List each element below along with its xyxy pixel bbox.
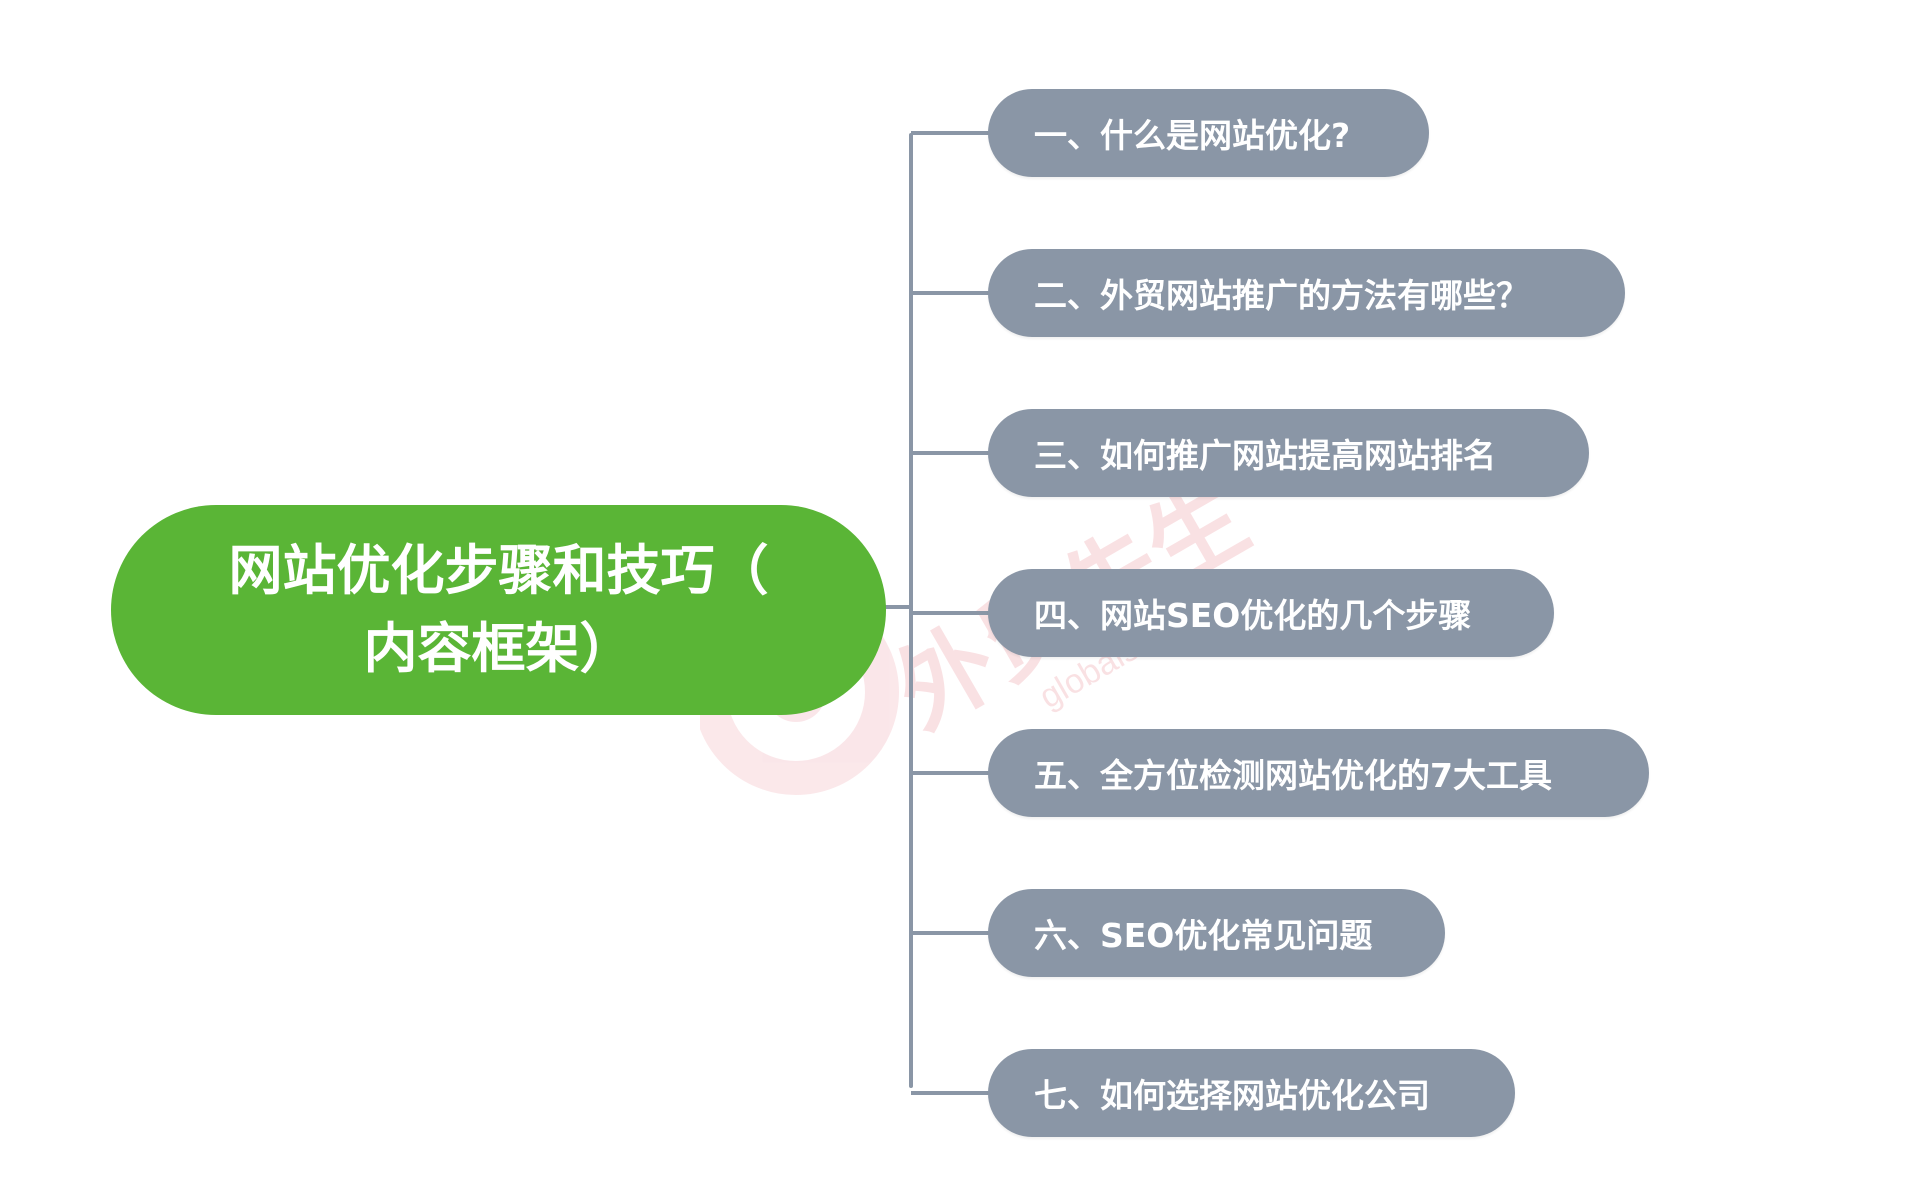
branch-label-5: 五、全方位检测网站优化的7大工具 [1034,756,1552,795]
branch-label-2: 二、外贸网站推广的方法有哪些？ [1034,276,1529,315]
branch-label-6: 六、SEO优化常见问题 [1034,916,1373,955]
root-title-line-2: 内容框架） [363,617,634,680]
branch-connector-7 [911,1091,991,1095]
branch-connector-3 [911,451,991,455]
branch-node-7[interactable]: 七、如何选择网站优化公司 [988,1049,1515,1137]
trunk-line [909,133,913,1088]
root-title-line-1: 网站优化步骤和技巧（ [228,539,769,602]
branch-label-3: 三、如何推广网站提高网站排名 [1034,436,1496,475]
root-connector [880,605,911,609]
branch-connector-6 [911,931,991,935]
branch-connector-1 [911,131,991,135]
branch-node-5[interactable]: 五、全方位检测网站优化的7大工具 [988,729,1649,817]
branch-connector-4 [911,611,991,615]
branch-node-3[interactable]: 三、如何推广网站提高网站排名 [988,409,1589,497]
branch-connector-5 [911,771,991,775]
branch-node-4[interactable]: 四、网站SEO优化的几个步骤 [988,569,1554,657]
branch-node-2[interactable]: 二、外贸网站推广的方法有哪些？ [988,249,1625,337]
branch-label-4: 四、网站SEO优化的几个步骤 [1034,596,1472,635]
branch-node-6[interactable]: 六、SEO优化常见问题 [988,889,1445,977]
branch-label-1: 一、什么是网站优化? [1034,116,1351,155]
root-node[interactable]: 网站优化步骤和技巧（ 内容框架） [111,505,886,715]
branch-label-7: 七、如何选择网站优化公司 [1034,1076,1430,1115]
branch-connector-2 [911,291,991,295]
root-title: 网站优化步骤和技巧（ 内容框架） [229,532,769,688]
branch-node-1[interactable]: 一、什么是网站优化? [988,89,1429,177]
